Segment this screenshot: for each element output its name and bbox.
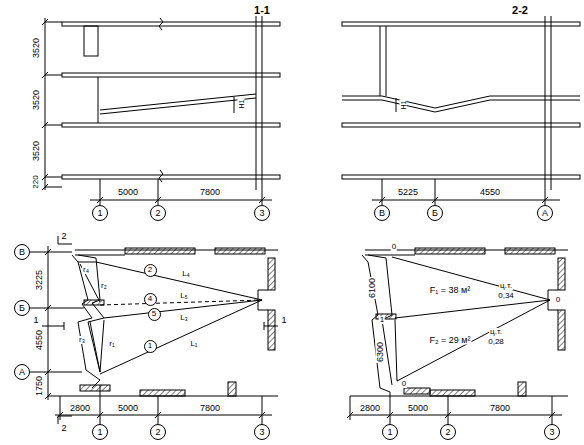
drawing-label: 220 <box>32 174 40 189</box>
drawing-label: 1 <box>280 316 287 325</box>
axis-bubble: А <box>14 364 30 380</box>
drawing-label: 2 <box>60 424 67 433</box>
drawing-label: L₄ <box>181 270 191 278</box>
drawing-label: 5000 <box>117 404 139 413</box>
axis-mark: 2 <box>155 428 160 437</box>
axis-bubble: 3 <box>544 424 560 440</box>
drawing-label: L₅ <box>179 292 189 300</box>
plan-areas <box>347 248 568 425</box>
drawing-label: L₁ <box>189 340 198 348</box>
axis-bubble: В <box>14 244 30 260</box>
drawing-label: 2800 <box>359 404 381 413</box>
axis-bubble: В <box>374 205 390 221</box>
drawing-label: 1 <box>32 316 39 325</box>
callout-circle: 5 <box>148 308 161 321</box>
axis-bubble: А <box>537 205 553 221</box>
axis-mark: 3 <box>259 209 264 218</box>
drawing-label: 0 <box>555 296 561 304</box>
drawing-label: 5000 <box>117 188 139 197</box>
drawing-label: F₁ = 38 м² <box>429 286 472 295</box>
axis-bubble: 2 <box>150 424 166 440</box>
axis-bubble: Б <box>14 300 30 316</box>
axis-mark: 5 <box>152 310 156 318</box>
drawing-label: Н1 <box>400 100 407 111</box>
drawing-label: 4550 <box>479 188 501 197</box>
callout-circle: 2 <box>144 264 157 277</box>
axis-bubble: 1 <box>92 424 108 440</box>
axis-mark: 4 <box>148 295 152 303</box>
drawing-label: 5225 <box>397 188 419 197</box>
axis-bubble: 1 <box>92 205 108 221</box>
drawing-label: ц.т. <box>499 282 513 290</box>
drawing-label: 2 <box>60 232 67 241</box>
drawing-label: 3520 <box>32 140 41 162</box>
drawing-label: 7800 <box>489 404 511 413</box>
axis-mark: 2 <box>148 266 152 274</box>
drawing-label: 7800 <box>199 404 221 413</box>
axis-bubble: 2 <box>440 424 456 440</box>
axis-bubble: Б <box>427 205 443 221</box>
callout-circle: 4 <box>144 293 157 306</box>
axis-mark: 2 <box>445 428 450 437</box>
drawing-label: 6100 <box>368 277 377 299</box>
axis-bubble: 3 <box>254 424 270 440</box>
axis-mark: 3 <box>259 428 264 437</box>
axis-mark: А <box>19 368 25 377</box>
drawing-label: F₂ = 29 м² <box>429 336 472 345</box>
section-title: 1-1 <box>253 5 271 16</box>
section-title: 2-2 <box>511 5 529 16</box>
axis-mark: А <box>542 209 548 218</box>
drawing-label: Н1 <box>238 99 245 110</box>
axis-mark: 2 <box>155 209 160 218</box>
section-2-2 <box>342 16 580 205</box>
drawing-label: r₁ <box>108 340 115 348</box>
drawing-label: 7800 <box>199 188 221 197</box>
drawing-label: 5000 <box>407 404 429 413</box>
axis-mark: 1 <box>387 428 392 437</box>
drawing-label: 0,34 <box>497 292 515 300</box>
plan-ramp-lengths <box>30 236 278 425</box>
axis-mark: Б <box>432 209 438 218</box>
drawing-label: 1750 <box>35 375 44 397</box>
axis-mark: 1 <box>97 209 102 218</box>
axis-bubble: 1 <box>382 424 398 440</box>
axis-mark: Б <box>19 304 25 313</box>
callout-circle: 1 <box>144 340 157 353</box>
axis-mark: В <box>379 209 385 218</box>
axis-bubble: 2 <box>150 205 166 221</box>
drawing-label: L₃ <box>179 314 189 322</box>
axis-mark: 1 <box>97 428 102 437</box>
drawing-label: 4550 <box>35 329 44 351</box>
drawing-label: 3520 <box>32 37 41 59</box>
axis-mark: 3 <box>549 428 554 437</box>
axis-mark: 1 <box>148 342 152 350</box>
drawing-label: r₂ <box>100 282 108 290</box>
section-1-1 <box>42 16 280 205</box>
axis-mark: В <box>19 248 25 257</box>
drawing-label: 0 <box>401 380 407 388</box>
axis-bubble: 3 <box>254 205 270 221</box>
drawing-label: r₃ <box>78 336 86 344</box>
drawing-label: ц.т. <box>489 328 503 336</box>
drawing-label: 1 <box>379 316 385 324</box>
drawing-label: r₄ <box>82 266 90 274</box>
drawing-label: 3520 <box>32 89 41 111</box>
drawing-label: 6300 <box>376 341 385 363</box>
drawing-label: 3225 <box>35 269 44 291</box>
drawing-label: 2800 <box>69 404 91 413</box>
drawing-label: 0 <box>391 243 397 251</box>
drawing-label: 0,28 <box>487 338 505 346</box>
